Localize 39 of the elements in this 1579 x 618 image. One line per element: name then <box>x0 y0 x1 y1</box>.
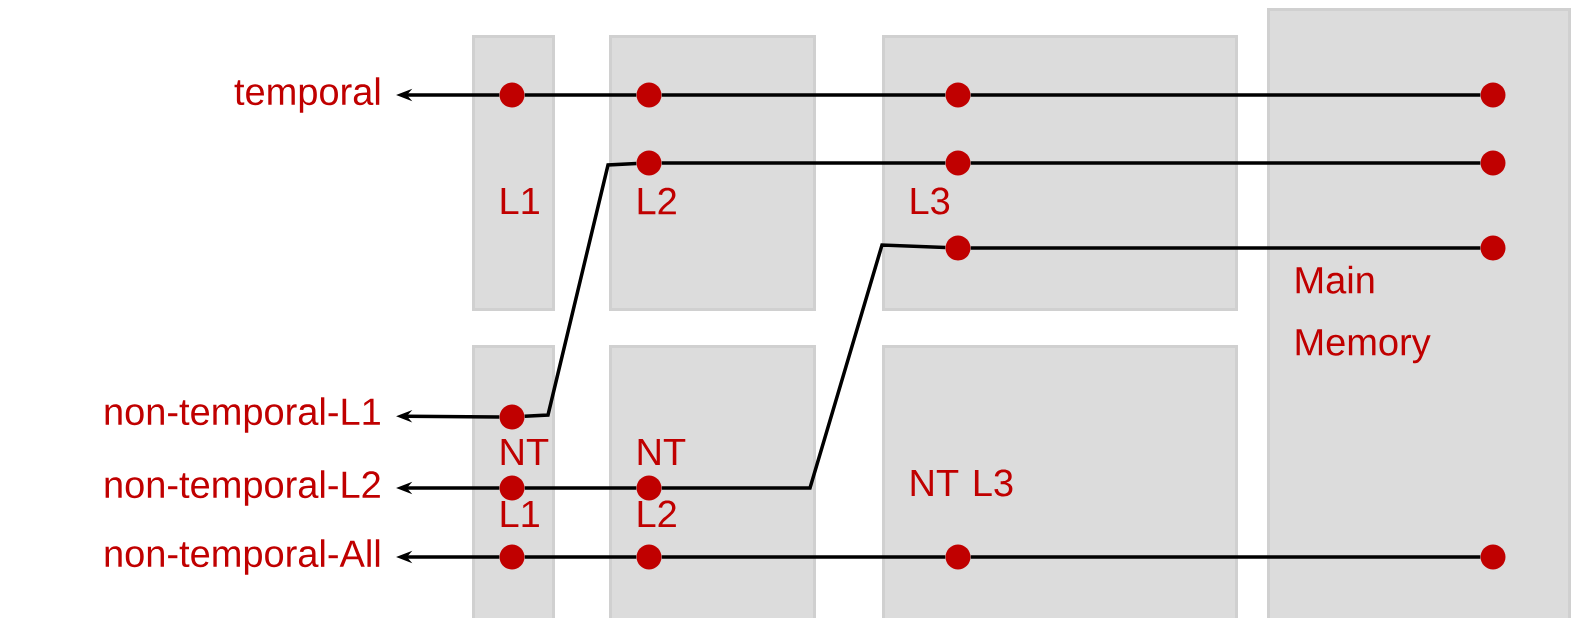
dot <box>1480 544 1506 570</box>
dot <box>636 475 662 501</box>
connector-line <box>661 161 946 165</box>
cache-box: L2 <box>609 35 816 311</box>
dot <box>636 82 662 108</box>
line-label: non-temporal-L1 <box>105 397 380 433</box>
connector-line <box>661 243 946 490</box>
connector-line <box>661 555 946 559</box>
connector-line <box>524 486 637 490</box>
cache-box: NT L1 <box>472 345 555 618</box>
line-label: non-temporal-L2 <box>105 470 380 506</box>
dot <box>499 475 525 501</box>
connector-line <box>970 555 1481 559</box>
line-label: temporal <box>234 77 380 113</box>
dot <box>499 404 525 430</box>
memory-box: Main Memory <box>1267 8 1571 618</box>
dot <box>636 544 662 570</box>
dot <box>945 82 971 108</box>
cache-box: NT L2 <box>609 345 816 618</box>
connector-line <box>524 161 637 419</box>
dot <box>636 150 662 176</box>
dot <box>945 544 971 570</box>
cache-box: L3 <box>882 35 1238 311</box>
cache-box: L1 <box>472 35 555 311</box>
dot <box>1480 150 1506 176</box>
line-label: non-temporal-All <box>105 539 380 575</box>
dot <box>499 82 525 108</box>
connector-line <box>524 93 637 97</box>
dot <box>945 150 971 176</box>
dot <box>945 235 971 261</box>
connector-line <box>970 161 1481 165</box>
connector-line <box>661 93 946 97</box>
cache-box: NT L3 <box>882 345 1238 618</box>
connector-line <box>524 555 637 559</box>
dot <box>499 544 525 570</box>
connector-line <box>970 246 1481 250</box>
dot <box>1480 235 1506 261</box>
connector-line <box>970 93 1481 97</box>
dot <box>1480 82 1506 108</box>
